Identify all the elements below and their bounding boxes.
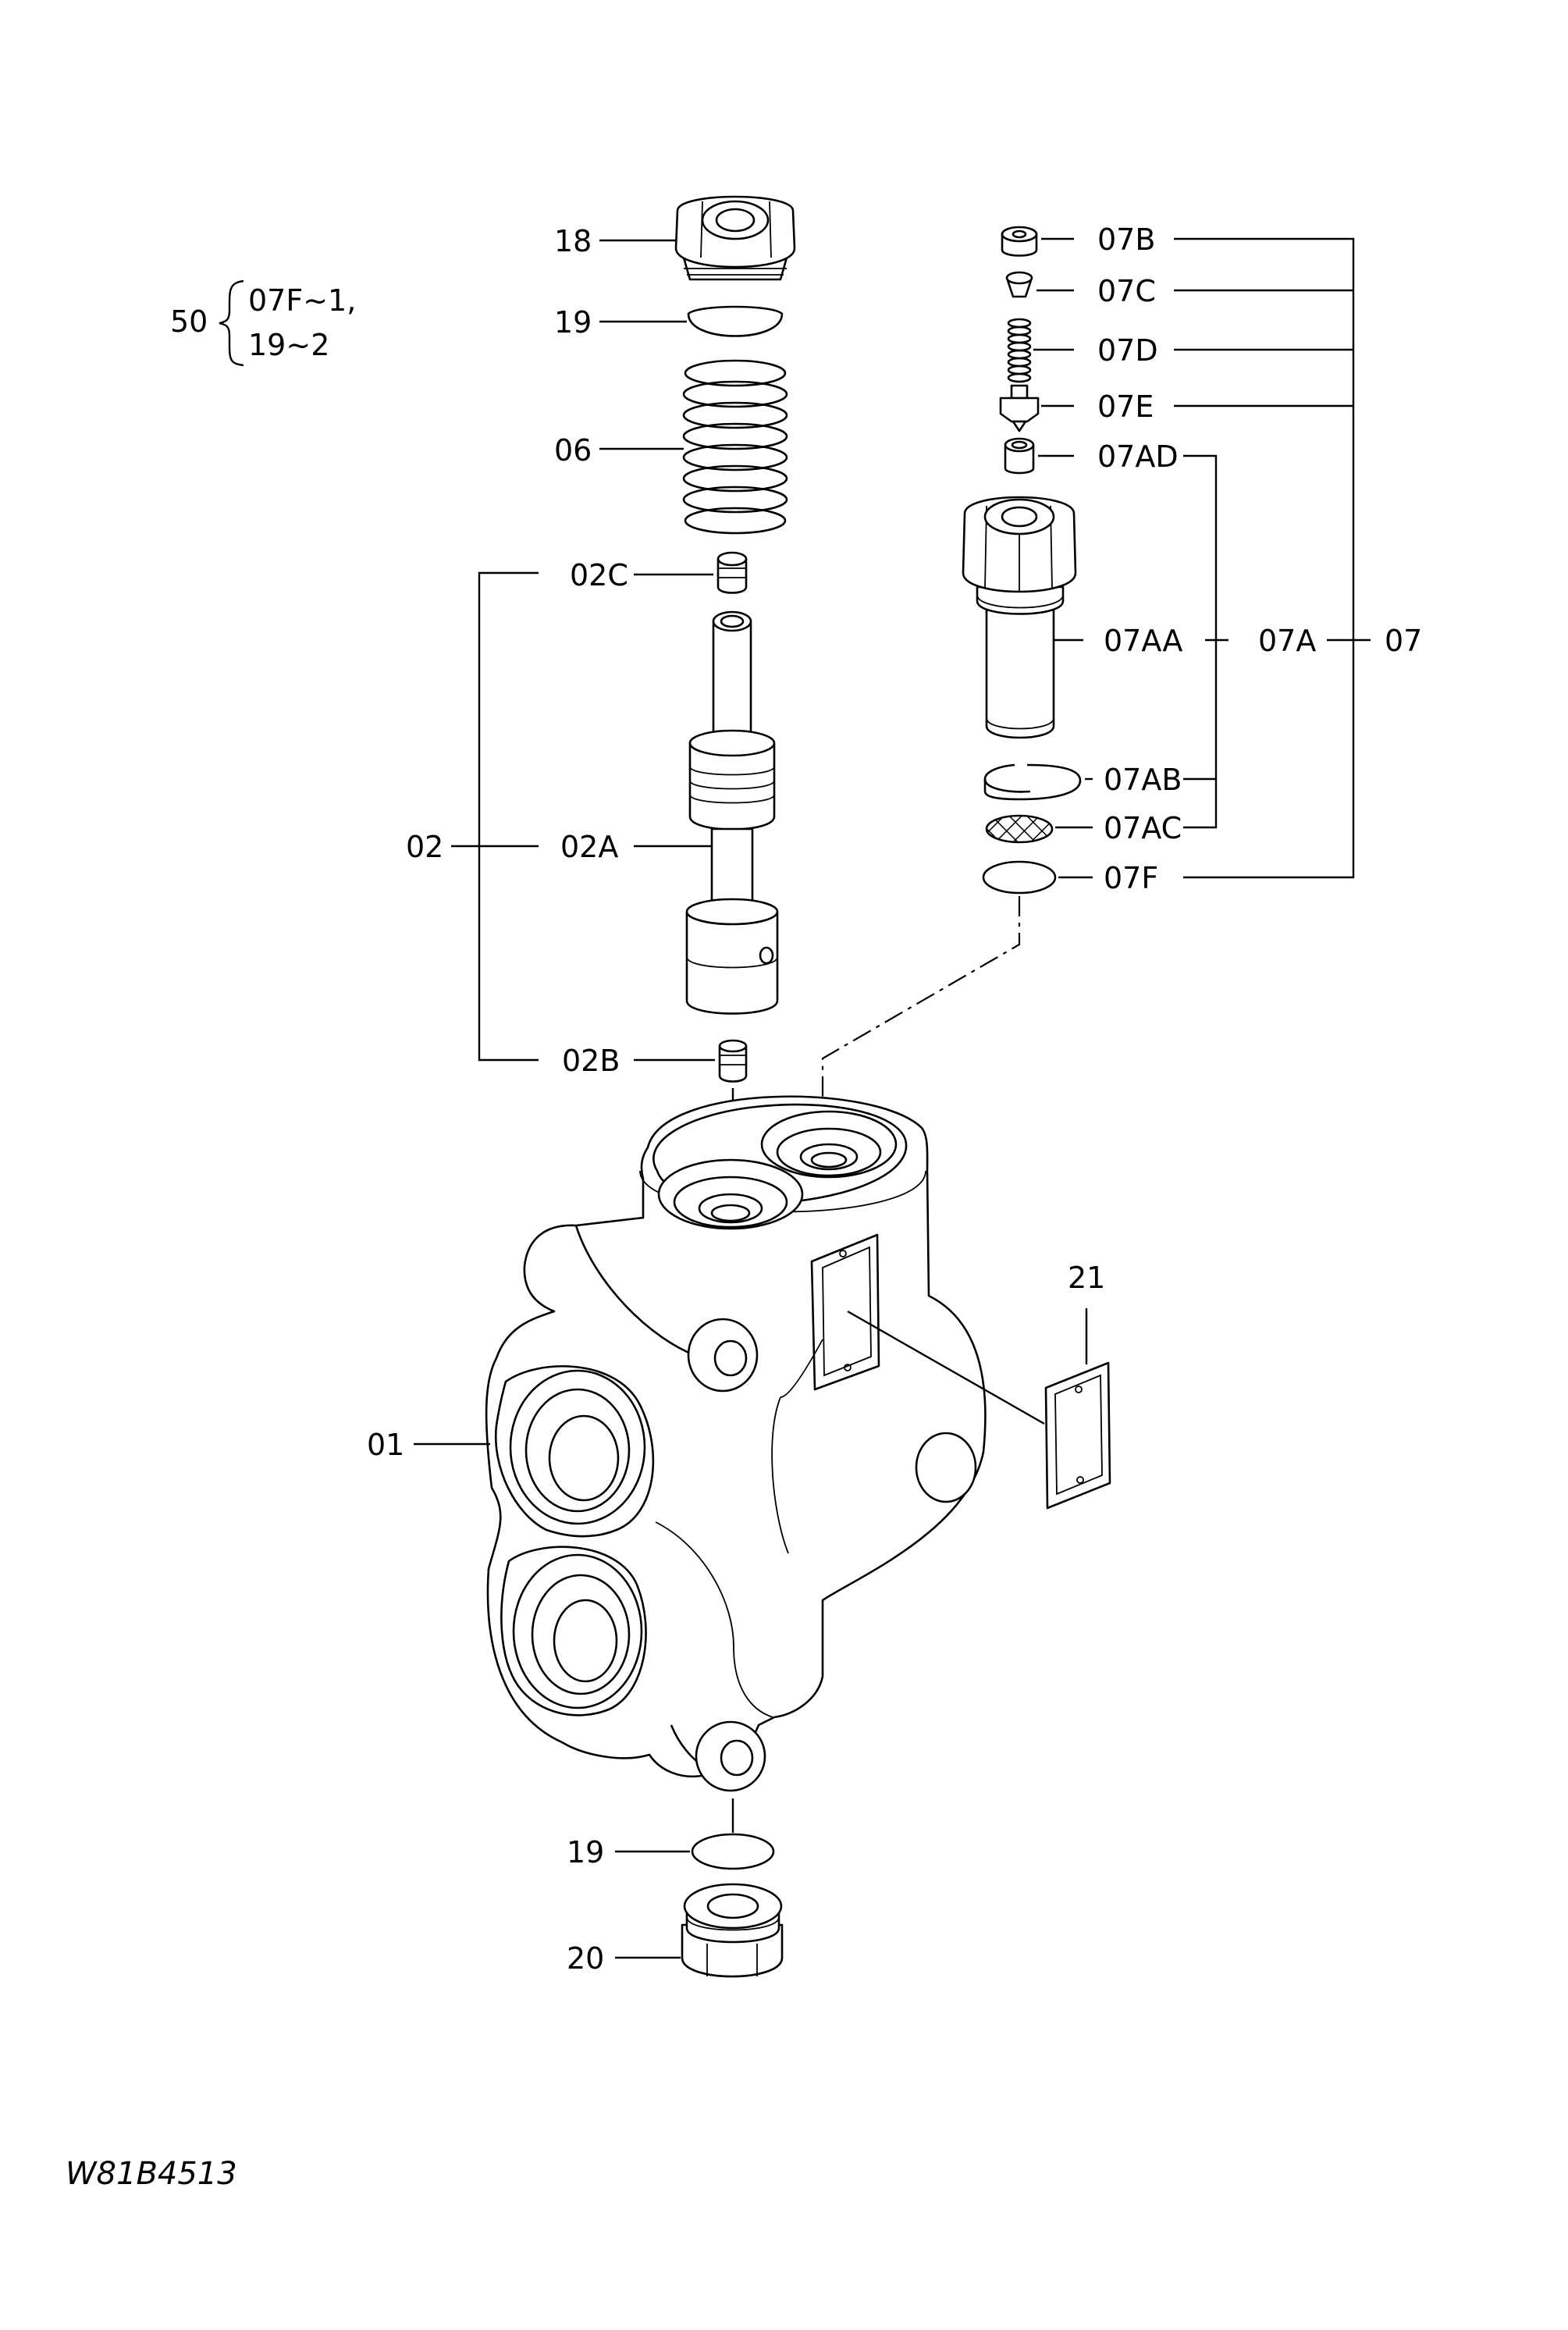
poppet-07E (999, 384, 1040, 432)
label-21: 21 (1068, 1261, 1105, 1295)
bracket-07A (1183, 454, 1228, 829)
bracket-02 (478, 571, 539, 1062)
spring-07D (1007, 318, 1032, 383)
label-07F: 07F (1104, 861, 1158, 895)
label-07D: 07D (1097, 333, 1158, 368)
label-07C: 07C (1097, 274, 1156, 308)
snap-ring-07AB (983, 763, 1082, 801)
label-07: 07 (1385, 624, 1422, 658)
nameplate-21 (1044, 1361, 1111, 1510)
oring-07F (982, 860, 1057, 895)
part-07B (1001, 226, 1038, 257)
oring-19-bottom (691, 1833, 775, 1870)
plug-20 (681, 1883, 784, 1978)
assembly-line-21 (847, 1310, 1045, 1425)
label-07AC: 07AC (1104, 811, 1182, 845)
label-19-top: 19 (554, 305, 592, 340)
label-02C: 02C (570, 558, 628, 592)
seat-07AD (1004, 437, 1035, 475)
label-18: 18 (554, 224, 592, 258)
kit-line-1: 07F~1, (248, 283, 356, 318)
bracket-07 (1174, 237, 1371, 879)
label-07E: 07E (1097, 390, 1154, 424)
spring-06 (682, 359, 788, 535)
plug-02C (716, 551, 748, 594)
label-01: 01 (367, 1428, 404, 1462)
label-02: 02 (406, 830, 443, 864)
label-07AD: 07AD (1097, 439, 1179, 474)
kit-line-2: 19~2 (248, 328, 329, 362)
plug-18 (674, 195, 796, 281)
drawing-reference: W81B4513 (66, 2156, 237, 2192)
label-07A: 07A (1258, 624, 1316, 658)
plug-02B (718, 1039, 748, 1083)
label-07B: 07B (1097, 222, 1155, 257)
label-20: 20 (567, 1941, 604, 1976)
kit-brace (219, 279, 244, 367)
label-06: 06 (554, 433, 592, 468)
part-07C (1005, 271, 1033, 298)
valve-body-01 (485, 1095, 987, 1792)
kit-number: 50 (170, 304, 208, 339)
filter-07AC (985, 814, 1054, 844)
spool-02A (685, 610, 779, 1015)
label-02B: 02B (562, 1044, 620, 1078)
label-07AA: 07AA (1104, 624, 1182, 658)
relief-body-07AA (962, 496, 1077, 739)
kit-note: 50 07F~1, 19~2 (170, 279, 356, 367)
oring-19-top (687, 305, 784, 337)
label-07AB: 07AB (1104, 763, 1182, 797)
label-19-bottom: 19 (567, 1835, 604, 1869)
label-02A: 02A (560, 830, 618, 864)
